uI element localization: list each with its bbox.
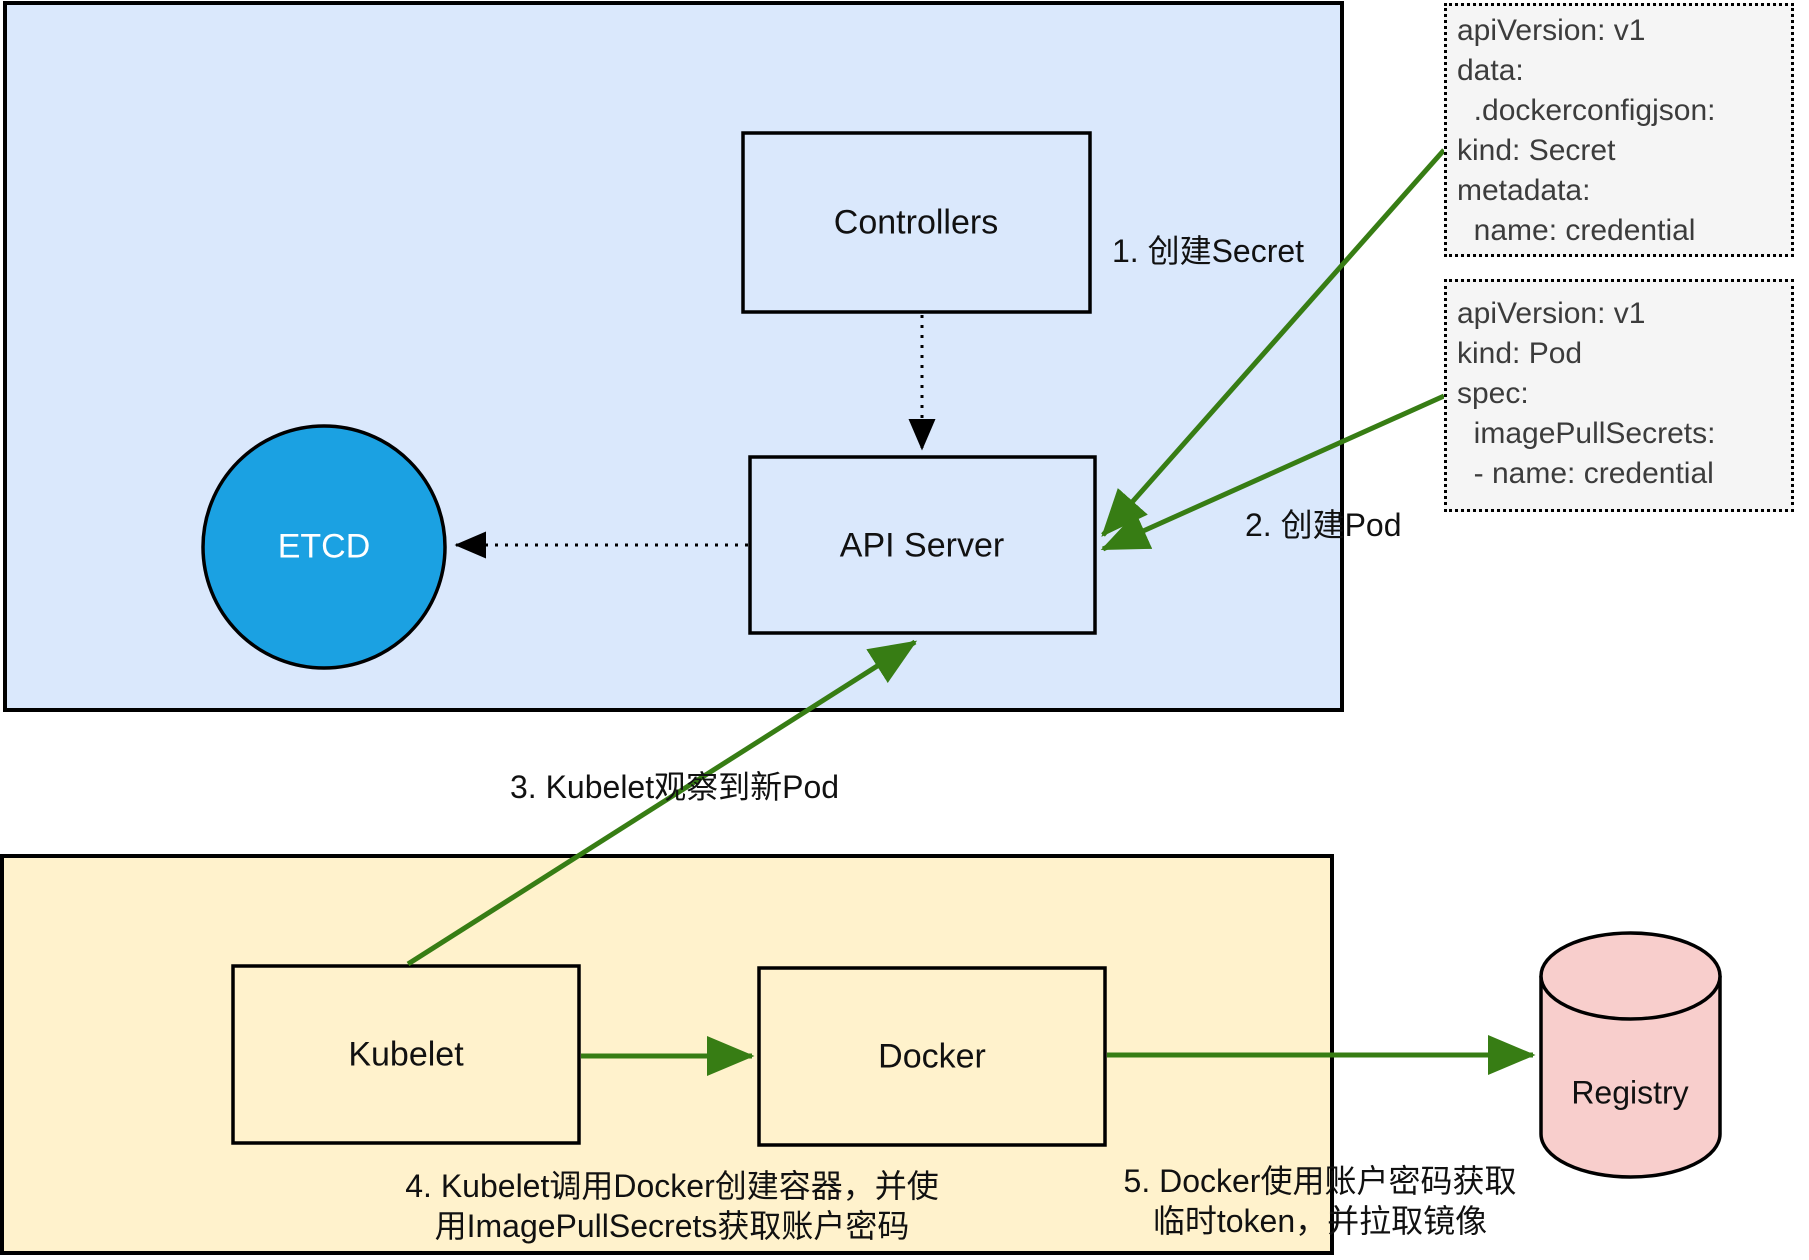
etcd-label: ETCD <box>277 527 371 566</box>
step5-label: 5. Docker使用账户密码获取 临时token，并拉取镜像 <box>1085 1161 1555 1241</box>
yaml-line: spec: <box>1457 377 1529 410</box>
registry-cylinder <box>1539 931 1722 1179</box>
docker-box <box>757 966 1107 1147</box>
yaml-line: metadata: <box>1457 174 1591 207</box>
docker-label: Docker <box>878 1037 986 1076</box>
kubelet-box <box>231 964 581 1145</box>
yaml-line: kind: Pod <box>1457 337 1583 370</box>
yaml-line: data: <box>1457 54 1524 87</box>
step5-line2: 临时token，并拉取镜像 <box>1152 1203 1488 1239</box>
registry-label: Registry <box>1571 1074 1689 1111</box>
yaml-line: kind: Secret <box>1457 134 1616 167</box>
secret-yaml-box: apiVersion: v1 data: .dockerconfigjson: … <box>1444 3 1794 257</box>
step5-line1: 5. Docker使用账户密码获取 <box>1123 1163 1517 1199</box>
etcd-circle <box>201 424 447 670</box>
yaml-line: name: credential <box>1457 214 1696 247</box>
step4-line1: 4. Kubelet调用Docker创建容器，并使 <box>405 1168 939 1204</box>
step4-line2: 用ImagePullSecrets获取账户密码 <box>434 1208 910 1244</box>
step2-label: 2. 创建Pod <box>1245 507 1402 543</box>
yaml-line: - name: credential <box>1457 457 1714 490</box>
pod-yaml-box: apiVersion: v1 kind: Pod spec: imagePull… <box>1444 279 1794 512</box>
yaml-line: .dockerconfigjson: <box>1457 94 1716 127</box>
yaml-line: apiVersion: v1 <box>1457 297 1646 330</box>
controllers-box <box>741 131 1092 314</box>
arrow-kubelet-watch <box>406 639 918 967</box>
step3-label: 3. Kubelet观察到新Pod <box>510 769 840 805</box>
arrow-create-secret <box>1101 148 1446 537</box>
yaml-line: apiVersion: v1 <box>1457 14 1646 47</box>
api-server-label: API Server <box>839 526 1005 565</box>
control-plane-container <box>3 1 1344 712</box>
kubelet-label: Kubelet <box>348 1035 464 1074</box>
yaml-line: imagePullSecrets: <box>1457 417 1716 450</box>
api-server-box <box>748 455 1097 635</box>
arrow-create-pod <box>1100 393 1446 552</box>
controllers-label: Controllers <box>833 203 999 242</box>
step4-label: 4. Kubelet调用Docker创建容器，并使 用ImagePullSecr… <box>320 1166 1024 1246</box>
step1-label: 1. 创建Secret <box>1112 233 1305 269</box>
